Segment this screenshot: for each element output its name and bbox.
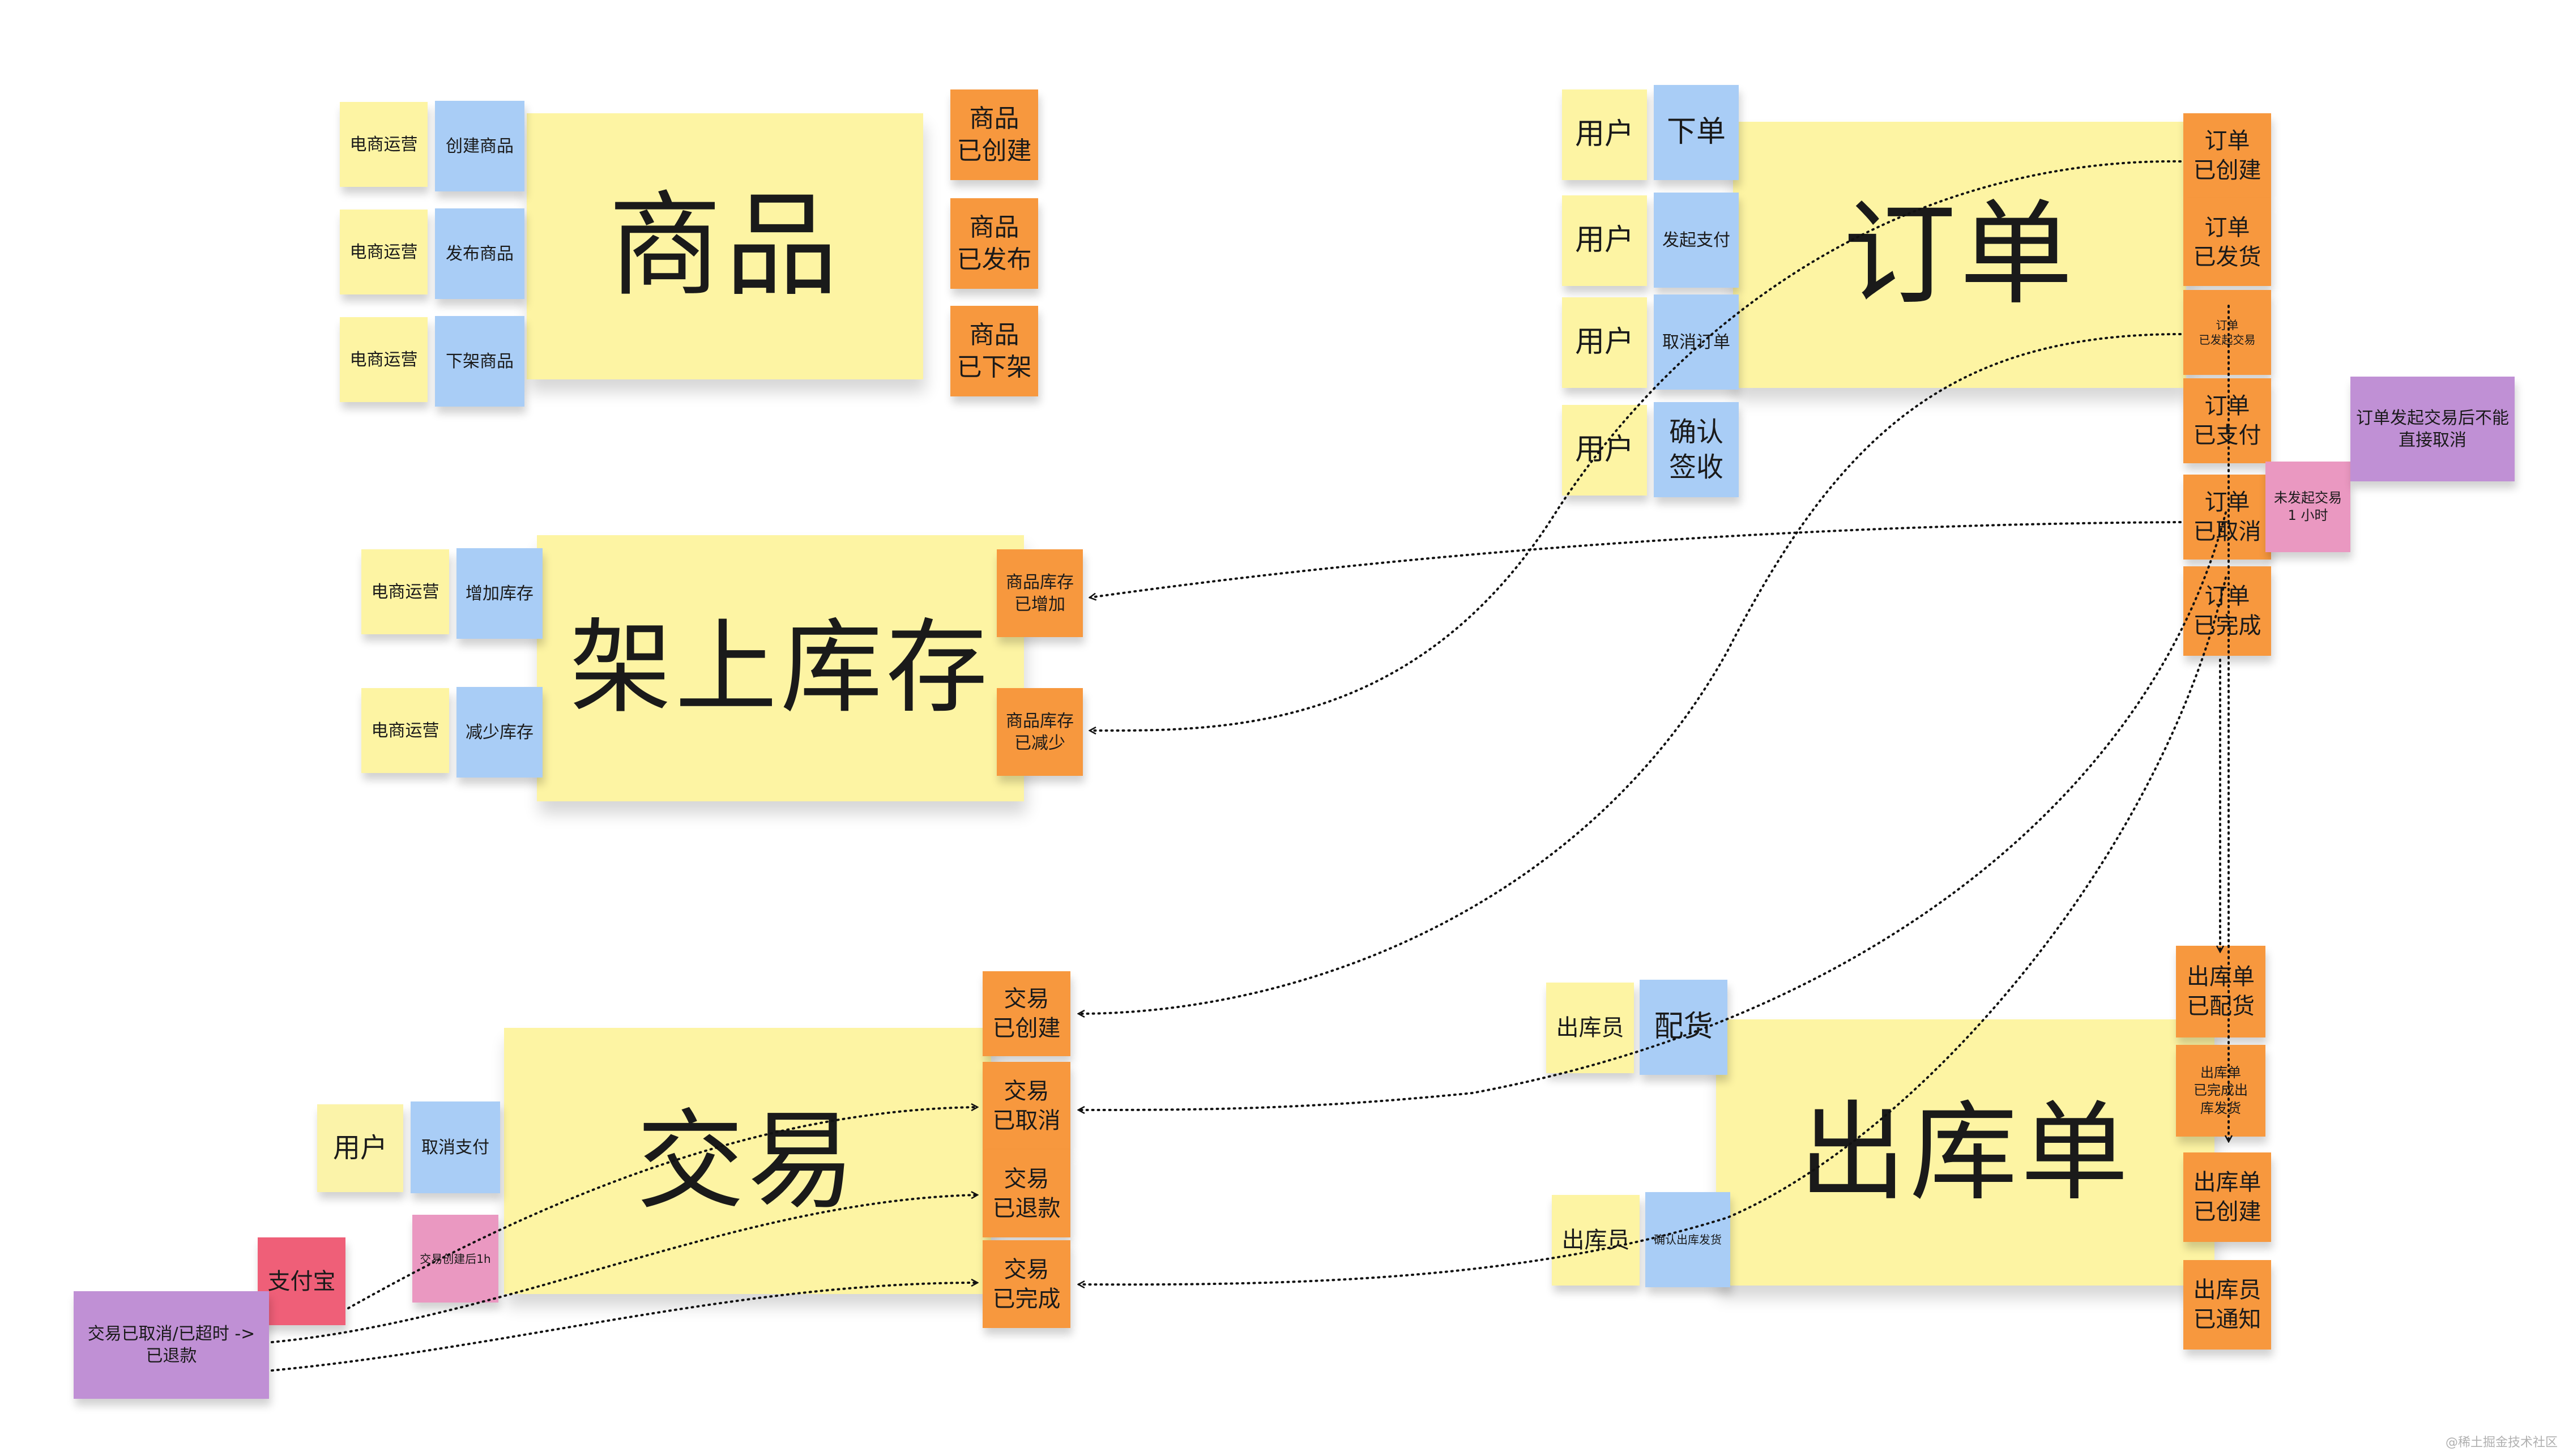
event-order-completed[interactable]: 订单 已完成 bbox=[2183, 566, 2271, 656]
event-order-shipped[interactable]: 订单 已发货 bbox=[2183, 198, 2271, 286]
event-product-created[interactable]: 商品 已创建 bbox=[950, 89, 1038, 180]
command-confirm-shipment[interactable]: 确认出库发货 bbox=[1645, 1192, 1730, 1287]
actor-user[interactable]: 用户 bbox=[1562, 195, 1647, 286]
actor-ecommerce-ops[interactable]: 电商运营 bbox=[361, 549, 449, 634]
event-order-created[interactable]: 订单 已创建 bbox=[2183, 113, 2271, 198]
event-trade-created[interactable]: 交易 已创建 bbox=[983, 971, 1070, 1056]
command-decrease-stock[interactable]: 减少库存 bbox=[456, 687, 543, 778]
arrow-order-cancelled-to-stock-increased bbox=[1090, 521, 2182, 597]
policy-no-trade-1-hour[interactable]: 未发起交易 1 小时 bbox=[2265, 462, 2350, 552]
event-product-published[interactable]: 商品 已发布 bbox=[950, 198, 1038, 289]
actor-ecommerce-ops[interactable]: 电商运营 bbox=[340, 317, 428, 402]
aggregate-shelf-stock[interactable]: 架上库存 bbox=[537, 535, 1024, 801]
event-delivery-created[interactable]: 出库单 已创建 bbox=[2183, 1152, 2271, 1242]
event-order-paid[interactable]: 订单 已支付 bbox=[2183, 378, 2271, 463]
event-delivery-picked[interactable]: 出库单 已配货 bbox=[2176, 946, 2265, 1037]
actor-user[interactable]: 用户 bbox=[1562, 89, 1647, 180]
event-trade-completed[interactable]: 交易 已完成 bbox=[983, 1240, 1070, 1328]
command-place-order[interactable]: 下单 bbox=[1654, 85, 1739, 180]
event-order-cancelled[interactable]: 订单 已取消 bbox=[2183, 475, 2271, 560]
aggregate-trade[interactable]: 交易 bbox=[504, 1028, 991, 1294]
aggregate-order[interactable]: 订单 bbox=[1733, 122, 2186, 388]
event-stock-decreased[interactable]: 商品库存 已减少 bbox=[997, 688, 1083, 776]
external-system-alipay[interactable]: 支付宝 bbox=[258, 1237, 345, 1325]
command-publish-product[interactable]: 发布商品 bbox=[435, 208, 524, 299]
event-order-trade-initiated[interactable]: 订单 已发起交易 bbox=[2183, 290, 2271, 375]
aggregate-delivery-order[interactable]: 出库单 bbox=[1716, 1019, 2214, 1286]
event-clerk-notified[interactable]: 出库员 已通知 bbox=[2183, 1260, 2271, 1350]
actor-ecommerce-ops[interactable]: 电商运营 bbox=[340, 210, 428, 294]
command-increase-stock[interactable]: 增加库存 bbox=[456, 548, 543, 639]
policy-1h-after-trade-created[interactable]: 交易创建后1h bbox=[412, 1215, 498, 1303]
command-delist-product[interactable]: 下架商品 bbox=[435, 316, 524, 407]
event-stock-increased[interactable]: 商品库存 已增加 bbox=[997, 549, 1083, 637]
actor-user[interactable]: 用户 bbox=[317, 1104, 403, 1192]
command-pick-goods[interactable]: 配货 bbox=[1640, 980, 1727, 1075]
event-product-delisted[interactable]: 商品 已下架 bbox=[950, 306, 1038, 396]
watermark: @稀土掘金技术社区 bbox=[2445, 1436, 2558, 1450]
command-initiate-payment[interactable]: 发起支付 bbox=[1654, 193, 1739, 288]
command-cancel-order[interactable]: 取消订单 bbox=[1654, 294, 1739, 390]
actor-ecommerce-ops[interactable]: 电商运营 bbox=[361, 688, 449, 773]
rule-trade-cancelled-refund[interactable]: 交易已取消/已超时 -> 已退款 bbox=[74, 1291, 269, 1399]
actor-warehouse-clerk[interactable]: 出库员 bbox=[1552, 1195, 1640, 1286]
command-cancel-payment[interactable]: 取消支付 bbox=[411, 1101, 500, 1193]
rule-no-direct-cancel[interactable]: 订单发起交易后不能 直接取消 bbox=[2350, 377, 2515, 481]
arrow-to-trade-completed bbox=[271, 1283, 977, 1372]
command-create-product[interactable]: 创建商品 bbox=[435, 101, 524, 191]
actor-warehouse-clerk[interactable]: 出库员 bbox=[1546, 983, 1634, 1073]
event-trade-refunded[interactable]: 交易 已退款 bbox=[983, 1150, 1070, 1237]
aggregate-product[interactable]: 商品 bbox=[527, 113, 923, 379]
actor-user[interactable]: 用户 bbox=[1562, 405, 1647, 496]
actor-ecommerce-ops[interactable]: 电商运营 bbox=[340, 102, 428, 187]
event-delivery-shipped[interactable]: 出库单 已完成出 库发货 bbox=[2176, 1045, 2265, 1137]
command-confirm-receipt[interactable]: 确认 签收 bbox=[1654, 402, 1739, 497]
actor-user[interactable]: 用户 bbox=[1562, 297, 1647, 388]
event-trade-cancelled[interactable]: 交易 已取消 bbox=[983, 1062, 1070, 1150]
